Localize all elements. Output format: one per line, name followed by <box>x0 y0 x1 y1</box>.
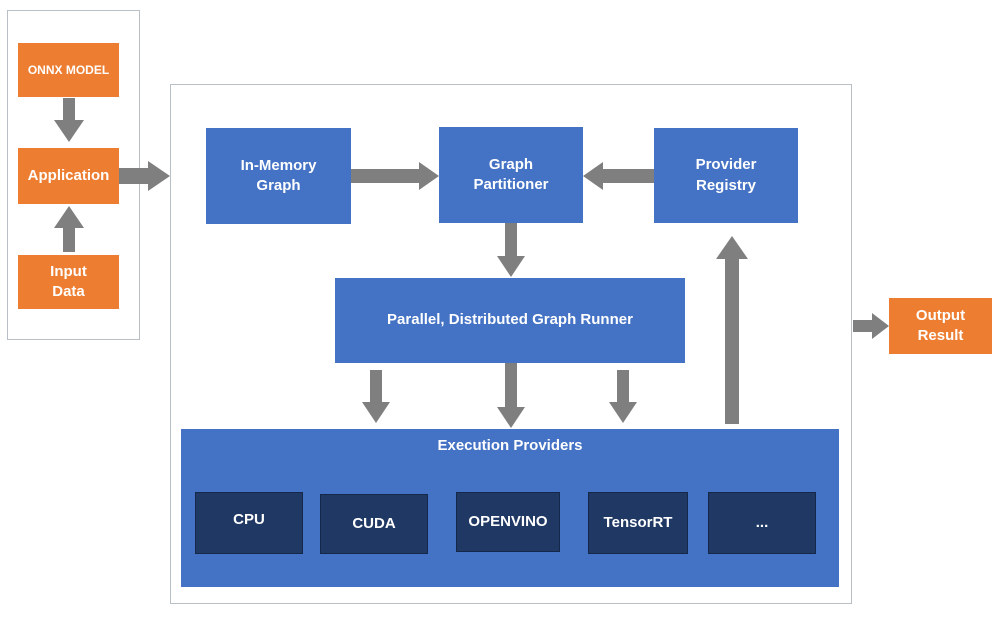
provider-more: ... <box>708 492 816 554</box>
graph-partitioner-box: Graph Partitioner <box>439 127 583 223</box>
onnx-model-box: ONNX MODEL <box>18 43 119 97</box>
graph-runner-box: Parallel, Distributed Graph Runner <box>335 278 685 363</box>
arrow-registry-to-partitioner <box>583 162 654 190</box>
output-result-box: Output Result <box>889 298 992 354</box>
provider-cpu: CPU <box>195 492 303 554</box>
input-data-box: Input Data <box>18 255 119 309</box>
arrow-application-to-runtime <box>119 161 170 191</box>
arrow-runner-to-providers-center <box>497 363 525 428</box>
arrow-runner-to-providers-right <box>609 370 637 423</box>
application-box: Application <box>18 148 119 204</box>
arrow-graph-to-partitioner <box>351 162 439 190</box>
arrow-runner-to-providers-left <box>362 370 390 423</box>
provider-openvino: OPENVINO <box>456 492 560 552</box>
arrow-model-to-application <box>54 98 84 142</box>
in-memory-graph-box: In-Memory Graph <box>206 128 351 224</box>
arrow-partitioner-to-runner <box>497 223 525 277</box>
provider-tensorrt: TensorRT <box>588 492 688 554</box>
execution-providers-title: Execution Providers <box>437 437 583 454</box>
provider-cuda: CUDA <box>320 494 428 554</box>
arrow-runtime-to-output <box>853 313 889 339</box>
arrow-providers-to-registry <box>716 236 748 424</box>
provider-registry-box: Provider Registry <box>654 128 798 223</box>
arrow-input-to-application <box>54 206 84 252</box>
